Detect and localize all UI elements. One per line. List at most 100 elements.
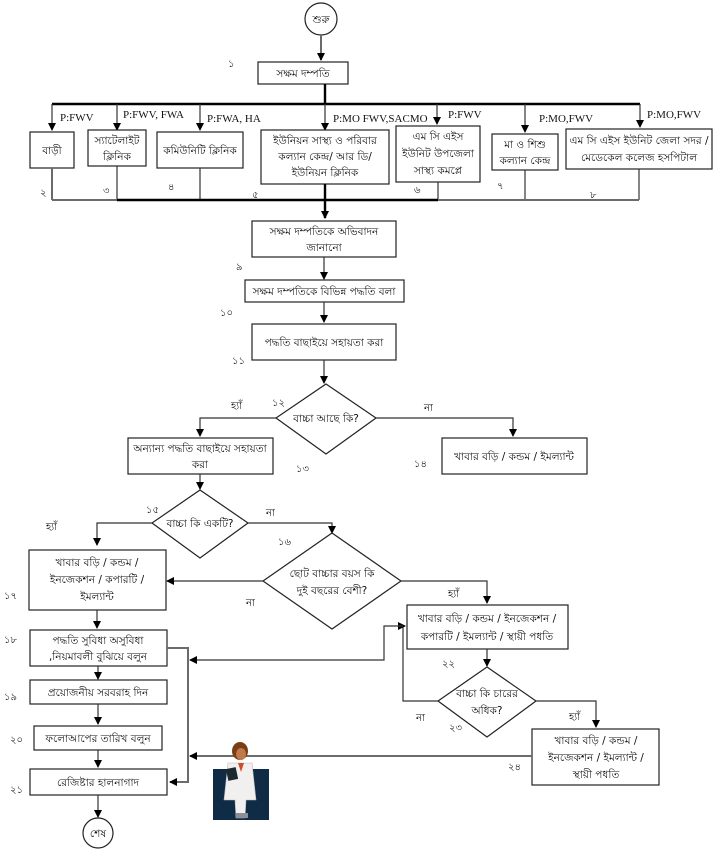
connector bbox=[248, 522, 336, 534]
step-20-label: ফলোআপের তারিখ বলুন bbox=[44, 732, 151, 745]
step-4-box: কমিউনিটি ক্লিনিক bbox=[156, 131, 244, 169]
step-6-label: সাস্থ্য কমপ্লে bbox=[413, 165, 463, 177]
step-23-label: অধিক? bbox=[471, 704, 503, 717]
yes-label: হ্যাঁ bbox=[568, 710, 581, 723]
step-8-label: এম সি এইস ইউনিট জেলা সদর / bbox=[569, 134, 709, 147]
step-3-box: স্যাটেলাইট ক্লিনিক bbox=[87, 129, 147, 167]
step-8-box: এম সি এইস ইউনিট জেলা সদর / মেডেকেল কলেজ … bbox=[565, 128, 713, 170]
step-11-label: পদ্ধতি বাছাইয়ে সহায়তা করা bbox=[265, 336, 385, 349]
start-terminal: শুরু bbox=[304, 2, 338, 36]
step-number: ১২ bbox=[272, 398, 285, 409]
step-9-box: সক্ষম দম্পতিকে অভিবাদন জানানো bbox=[251, 220, 397, 258]
connector bbox=[167, 647, 189, 786]
no-label: না bbox=[265, 508, 276, 519]
step-number: ৫ bbox=[252, 190, 259, 201]
step-24-box: খাবার বড়ি / কন্ডম / ইনজেকশন / ইমল্যান্ট… bbox=[531, 728, 660, 786]
step-8-label: মেডেকেল কলেজ হসপিটাল bbox=[581, 151, 698, 164]
step-number: ৭ bbox=[497, 181, 504, 192]
step-number: ১৫ bbox=[146, 505, 159, 516]
step-number: ১৭ bbox=[4, 591, 17, 602]
step-number: ৪ bbox=[168, 182, 175, 193]
step-24-label: খাবার বড়ি / কন্ডম / bbox=[555, 734, 638, 747]
step-7-label: মা ও শিশু bbox=[503, 138, 546, 151]
step-18-label: ,নিয়মাবলী বুঝিয়ে বলুন bbox=[49, 650, 148, 663]
step-24-label: স্থায়ী পধতি bbox=[572, 768, 621, 781]
step-number: ২৪ bbox=[508, 762, 521, 773]
step-6-label: এম সি এইস bbox=[413, 130, 465, 143]
step-21-label: রেজিষ্টার হালনাগাদ bbox=[57, 776, 140, 789]
step-number: ১৩ bbox=[296, 464, 309, 475]
step-number: ১১ bbox=[232, 356, 245, 367]
step-number: ১৮ bbox=[4, 635, 17, 646]
yes-label: হ্যাঁ bbox=[447, 587, 460, 600]
step-3-label: ক্লিনিক bbox=[102, 150, 131, 163]
step-5-box: ইউনিয়ন সাস্থ্য ও পরিবার কল্যান কেন্দ্র/… bbox=[260, 129, 390, 185]
step-number: ২ bbox=[40, 188, 47, 199]
step-14-box: খাবার বড়ি / কন্ডম / ইমল্যান্ট bbox=[441, 437, 588, 475]
step-17-label: ইনজেকশন / কপারটি / bbox=[49, 573, 145, 586]
step-6-label: ইউনিট উপজেলা bbox=[401, 147, 475, 160]
step-5-label: ইউনিয়ন ক্লিনিক bbox=[291, 166, 359, 179]
step-number: ১৯ bbox=[4, 692, 17, 703]
step-5-label: কল্যান কেন্দ্র/ আর ডি/ bbox=[277, 150, 372, 163]
end-terminal: শেষ bbox=[82, 817, 114, 849]
step-24-label: ইনজেকশন / ইমল্যান্ট / bbox=[547, 751, 644, 764]
step-number: ১০ bbox=[220, 308, 233, 319]
step-number: ২১ bbox=[10, 785, 23, 796]
step-22-label: খাবার বড়ি / কন্ডম / ইনজেকশন / bbox=[418, 612, 557, 625]
connector bbox=[536, 700, 600, 728]
yes-label: হ্যাঁ bbox=[230, 399, 243, 412]
step-9-label: সক্ষম দম্পতিকে অভিবাদন bbox=[269, 225, 379, 238]
start-label: শুরু bbox=[311, 14, 330, 26]
step-19-label: প্রয়োজনীয় সরবরাহ দিন bbox=[48, 686, 149, 699]
step-1-box: সক্ষম দম্পতি bbox=[257, 61, 349, 85]
provider-label: P:MO,FWV bbox=[647, 109, 701, 121]
provider-label: P:FWV bbox=[60, 112, 94, 124]
provider-label: P:FWA, HA bbox=[207, 113, 261, 125]
step-23-decision: বাচ্চা কি চারের অধিক? bbox=[436, 666, 538, 738]
step-7-box: মা ও শিশু কল্যান কেন্দ্র bbox=[491, 133, 559, 171]
step-23-label: বাচ্চা কি চারের bbox=[455, 687, 519, 700]
step-16-label: ছোট বাচ্চার বয়স কি bbox=[290, 567, 376, 580]
step-14-label: খাবার বড়ি / কন্ডম / ইমল্যান্ট bbox=[454, 450, 574, 463]
yes-label: হ্যাঁ bbox=[45, 520, 58, 533]
step-3-label: স্যাটেলাইট bbox=[93, 134, 140, 147]
step-22-box: খাবার বড়ি / কন্ডম / ইনজেকশন / কপারটি / … bbox=[406, 604, 569, 650]
step-17-label: ইমল্যান্ট bbox=[79, 590, 114, 603]
step-number: ১৪ bbox=[414, 459, 427, 470]
step-16-label: দুই বছরের বেশী? bbox=[296, 584, 368, 597]
connector bbox=[93, 522, 152, 546]
step-12-label: বাচ্চা আছে কি? bbox=[292, 412, 359, 425]
step-number: ২২ bbox=[442, 659, 455, 670]
no-label: না bbox=[423, 403, 434, 414]
doctor-illustration bbox=[213, 742, 269, 820]
step-19-box: প্রয়োজনীয় সরবরাহ দিন bbox=[29, 679, 168, 705]
step-number: ১৬ bbox=[278, 537, 291, 548]
step-17-label: খাবার বড়ি / কন্ডম / bbox=[56, 556, 139, 569]
step-2-box: বাড়ী bbox=[29, 131, 75, 169]
connector bbox=[376, 417, 517, 437]
connector bbox=[401, 580, 491, 604]
step-5-label: ইউনিয়ন সাস্থ্য ও পরিবার bbox=[272, 134, 378, 147]
step-7-label: কল্যান কেন্দ্র bbox=[499, 155, 552, 167]
step-21-box: রেজিষ্টার হালনাগাদ bbox=[29, 768, 168, 796]
provider-label: P:MO FWV,SACMO bbox=[333, 113, 428, 125]
step-1-label: সক্ষম দম্পতি bbox=[275, 67, 330, 80]
step-2-label: বাড়ী bbox=[41, 144, 62, 157]
step-12-decision: বাচ্চা আছে কি? bbox=[274, 383, 378, 455]
step-13-label: অন্যান্য পদ্ধতি বাছাইয়ে সহায়তা bbox=[132, 442, 267, 455]
connector bbox=[189, 625, 403, 664]
step-number: ৯ bbox=[236, 262, 243, 273]
connector bbox=[398, 622, 438, 702]
step-18-box: পদ্ধতি সুবিধা অসুবিধা ,নিয়মাবলী বুঝিয়ে… bbox=[29, 629, 168, 667]
provider-label: P:FWV, FWA bbox=[123, 109, 184, 121]
no-label: না bbox=[245, 598, 256, 609]
step-number: ২৩ bbox=[449, 723, 463, 734]
step-11-box: পদ্ধতি বাছাইয়ে সহায়তা করা bbox=[251, 323, 397, 361]
step-number: ৮ bbox=[590, 190, 597, 201]
step-15-decision: বাচ্চা কি একটি? bbox=[150, 489, 250, 559]
step-17-box: খাবার বড়ি / কন্ডম / ইনজেকশন / কপারটি / … bbox=[28, 549, 167, 611]
provider-label: P:FWV bbox=[448, 109, 482, 121]
step-22-label: কপারটি / ইমল্যান্ট / স্থায়ী পধতি bbox=[420, 630, 554, 643]
